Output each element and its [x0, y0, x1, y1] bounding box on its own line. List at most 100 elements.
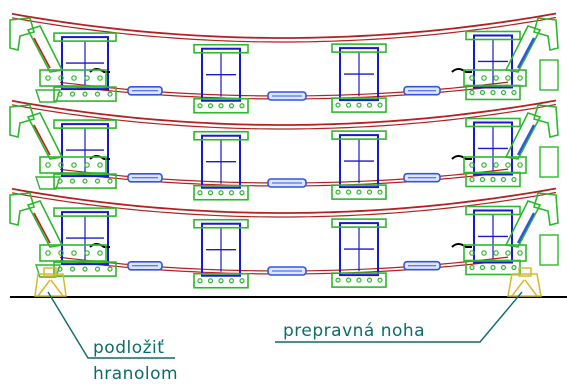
clamp-plate-top [331, 130, 387, 140]
left-end-bracket [9, 192, 35, 226]
bolt [356, 102, 362, 108]
clamp-plate-top [193, 130, 249, 141]
bolt [505, 162, 511, 168]
bolt [481, 250, 487, 256]
left-strut-rod [33, 212, 51, 244]
bolt [239, 190, 245, 196]
left-end-bracket [9, 17, 35, 51]
left-lug [35, 89, 61, 103]
top-beam [11, 187, 557, 214]
bolt [500, 89, 507, 96]
bolt [500, 264, 507, 271]
bolt [366, 189, 373, 195]
bolt [71, 75, 77, 81]
bolt [97, 250, 103, 256]
bolt [84, 75, 90, 81]
callout-leg: prepravná noha [283, 321, 426, 341]
bolt [218, 103, 224, 109]
clamp-plate-bottom [53, 261, 117, 277]
bolt [469, 176, 475, 183]
bolt [107, 91, 113, 97]
bolt [58, 75, 64, 81]
bolt [82, 178, 88, 184]
transport-leg [507, 267, 542, 297]
bolt [58, 162, 64, 168]
bolt [218, 190, 224, 196]
cross-member [473, 209, 513, 264]
right-end-bracket [533, 192, 559, 226]
clamp-plate-bottom [193, 184, 249, 201]
bolt [69, 91, 76, 97]
left-end-bracket [9, 104, 35, 138]
left-lug [35, 264, 61, 278]
cross-member [473, 121, 513, 176]
bolt [493, 250, 499, 256]
bolt [511, 89, 517, 96]
left-base-plate [39, 69, 107, 87]
clamp-plate-bottom [53, 86, 117, 102]
right-strut-rod [516, 124, 536, 156]
bolt [207, 190, 214, 196]
hook-clamp [451, 68, 472, 73]
right-end-bracket [533, 104, 559, 138]
bolt [239, 278, 245, 284]
bolt [517, 250, 523, 256]
bolt [511, 264, 517, 271]
bolt [71, 162, 77, 168]
cross-member [339, 134, 379, 189]
bolt [94, 178, 101, 184]
cross-member [61, 211, 109, 266]
bolt [481, 75, 487, 81]
bolt [469, 250, 475, 256]
bolt [479, 264, 486, 271]
clamp-plate-bottom [53, 173, 117, 189]
cross-member [201, 222, 241, 277]
right-base-plate [463, 244, 527, 262]
hook-clamp [451, 155, 472, 160]
bolt [97, 162, 103, 168]
bolt [94, 91, 101, 97]
cross-member [339, 47, 379, 102]
cross-member [201, 47, 241, 102]
top-beam [11, 99, 557, 126]
bolt [505, 250, 511, 256]
bolt [94, 266, 101, 272]
bolt [335, 277, 341, 283]
bolt [228, 103, 235, 109]
hook-clamp [89, 155, 110, 160]
right-side-plate [539, 146, 559, 178]
bolt [71, 250, 77, 256]
bolt [197, 190, 203, 196]
clamp-plate-top [53, 119, 117, 129]
cross-member [201, 134, 241, 189]
bolt [239, 103, 245, 109]
bolt [493, 162, 499, 168]
clamp-plate-bottom [331, 272, 387, 288]
bolt [500, 176, 507, 183]
bolt [69, 178, 76, 184]
bolt [377, 102, 383, 108]
clamp-plate-bottom [193, 272, 249, 289]
bolt [517, 75, 523, 81]
bolt [469, 264, 475, 271]
clamp-plate-bottom [193, 97, 249, 114]
leader-line-block [47, 291, 175, 359]
bolt [469, 75, 475, 81]
cross-member [61, 36, 109, 91]
clamp-plate-bottom [331, 184, 387, 200]
right-strut-rod [516, 37, 536, 69]
bolt [490, 89, 496, 96]
bolt [228, 190, 235, 196]
bolt [197, 103, 203, 109]
bolt [345, 277, 352, 283]
bolt [490, 176, 496, 183]
bolt [366, 277, 373, 283]
cross-member [339, 222, 379, 277]
callout-block-line2: hranolom [93, 364, 179, 384]
frame-tier [9, 99, 559, 201]
frame-tier [9, 12, 559, 114]
right-side-plate [539, 234, 559, 266]
bolt [335, 102, 341, 108]
bolt [505, 75, 511, 81]
bolt [345, 102, 352, 108]
